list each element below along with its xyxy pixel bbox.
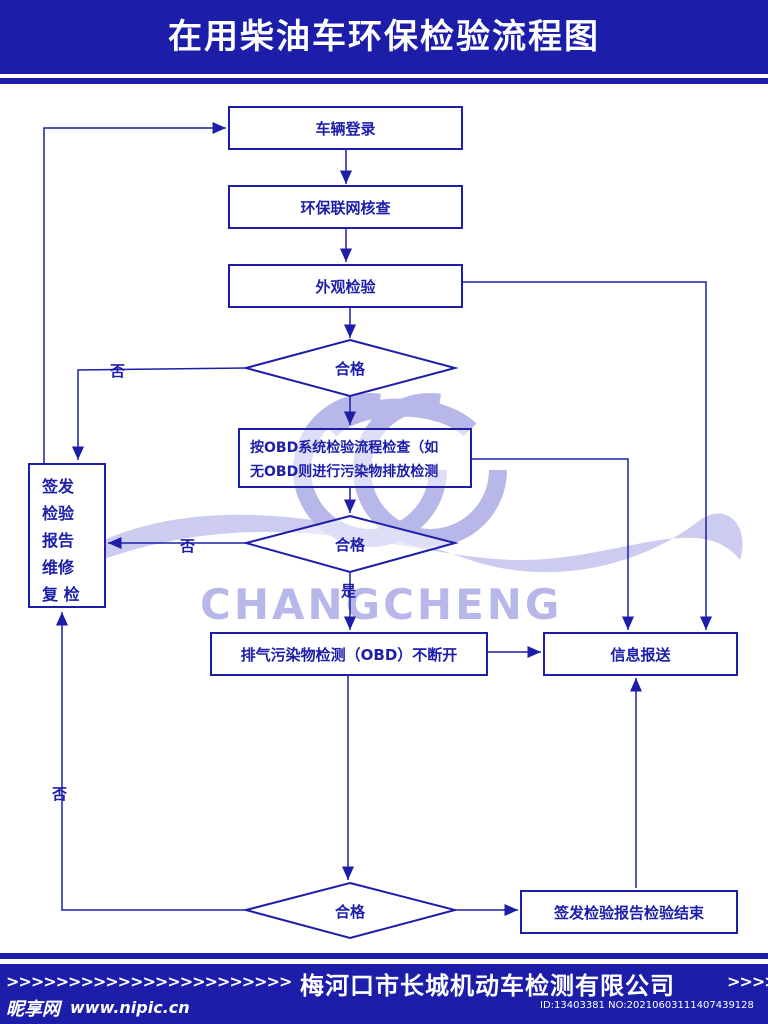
visual-check-box: 外观检验 (228, 264, 463, 308)
side-line-3: 报告 (42, 531, 75, 550)
pass-label-1: 合格 (334, 360, 365, 378)
nipic-url: www.nipic.cn (70, 998, 190, 1017)
decision-diamond-1 (242, 338, 459, 398)
register-box: 车辆登录 (228, 106, 463, 150)
header-underline (0, 78, 768, 84)
decision-diamond-3 (242, 881, 459, 940)
side-line-5: 复 检 (42, 585, 80, 604)
fail-label-1: 否 (110, 362, 126, 380)
pass-label-2: 合格 (334, 536, 365, 554)
network-check-box: 环保联网核查 (228, 185, 463, 229)
page-title: 在用柴油车环保检验流程图 (168, 17, 600, 57)
obd-line-1: 按OBD系统检验流程检查（如 (250, 440, 439, 456)
decision-diamond-2 (242, 514, 459, 574)
footer-chevrons-left: >>>>>>>>>>>>>>>>>>>>>>> (6, 972, 292, 991)
footer-overline (0, 953, 768, 959)
side-line-4: 维修 (42, 558, 75, 577)
fail-label-3: 否 (52, 785, 68, 803)
exhaust-test-box: 排气污染物检测（OBD）不断开 (210, 632, 488, 676)
yes-label: 是 (341, 582, 357, 600)
header-bar (0, 0, 768, 74)
obd-line-2: 无OBD则进行污染物排放检测 (250, 464, 439, 480)
side-line-2: 检验 (42, 504, 75, 523)
nipic-id: ID:13403381 NO:20210603111407439128 (540, 1000, 754, 1011)
company-name: 梅河口市长城机动车检测有限公司 (300, 972, 675, 1000)
obd-check-box: 按OBD系统检验流程检查（如 无OBD则进行污染物排放检测 (238, 428, 472, 488)
pass-label-3: 合格 (334, 903, 365, 921)
footer-chevrons-right: >>>> (727, 972, 768, 991)
info-report-box: 信息报送 (543, 632, 738, 676)
final-report-box: 签发检验报告检验结束 (520, 890, 738, 934)
fail-label-2: 否 (180, 537, 196, 555)
side-line-1: 签发 (42, 477, 75, 496)
reissue-repair-box: 签发 检验 报告 维修 复 检 (28, 463, 106, 608)
watermark-text: CHANGCHENG (200, 580, 563, 629)
nipic-logo: 昵享网 (6, 999, 60, 1020)
footer-bar (0, 964, 768, 1024)
